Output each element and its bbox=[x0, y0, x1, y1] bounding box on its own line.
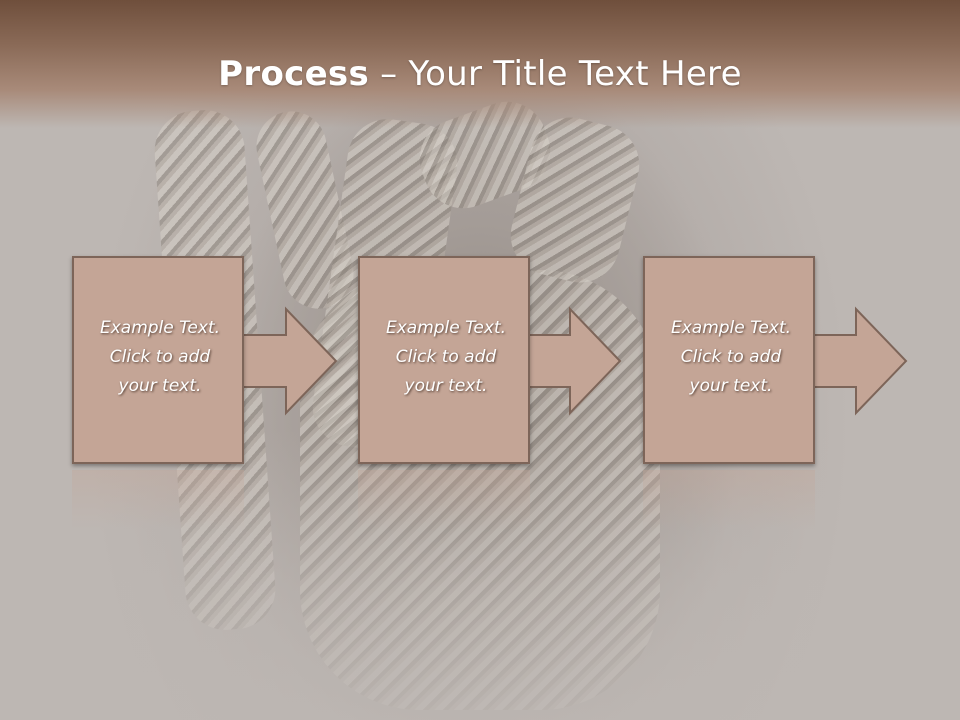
process-step-2[interactable]: Example Text. Click to add your text. bbox=[358, 256, 534, 466]
slide-title[interactable]: Process – Your Title Text Here bbox=[0, 52, 960, 96]
title-bold: Process bbox=[218, 54, 370, 94]
process-step-3[interactable]: Example Text. Click to add your text. bbox=[643, 256, 819, 466]
step-text[interactable]: Example Text. Click to add your text. bbox=[385, 318, 507, 396]
process-step-1[interactable]: Example Text. Click to add your text. bbox=[72, 256, 248, 466]
step-reflection bbox=[358, 470, 530, 530]
background-fade bbox=[0, 430, 960, 720]
step-reflection bbox=[643, 470, 815, 530]
step-box[interactable]: Example Text. Click to add your text. bbox=[643, 256, 815, 464]
header-band bbox=[0, 0, 960, 128]
title-rest: Your Title Text Here bbox=[408, 54, 742, 94]
step-text[interactable]: Example Text. Click to add your text. bbox=[670, 318, 792, 396]
step-box[interactable]: Example Text. Click to add your text. bbox=[72, 256, 244, 464]
title-dash: – bbox=[369, 54, 409, 94]
step-text[interactable]: Example Text. Click to add your text. bbox=[99, 318, 221, 396]
step-reflection bbox=[72, 470, 244, 530]
step-box[interactable]: Example Text. Click to add your text. bbox=[358, 256, 530, 464]
